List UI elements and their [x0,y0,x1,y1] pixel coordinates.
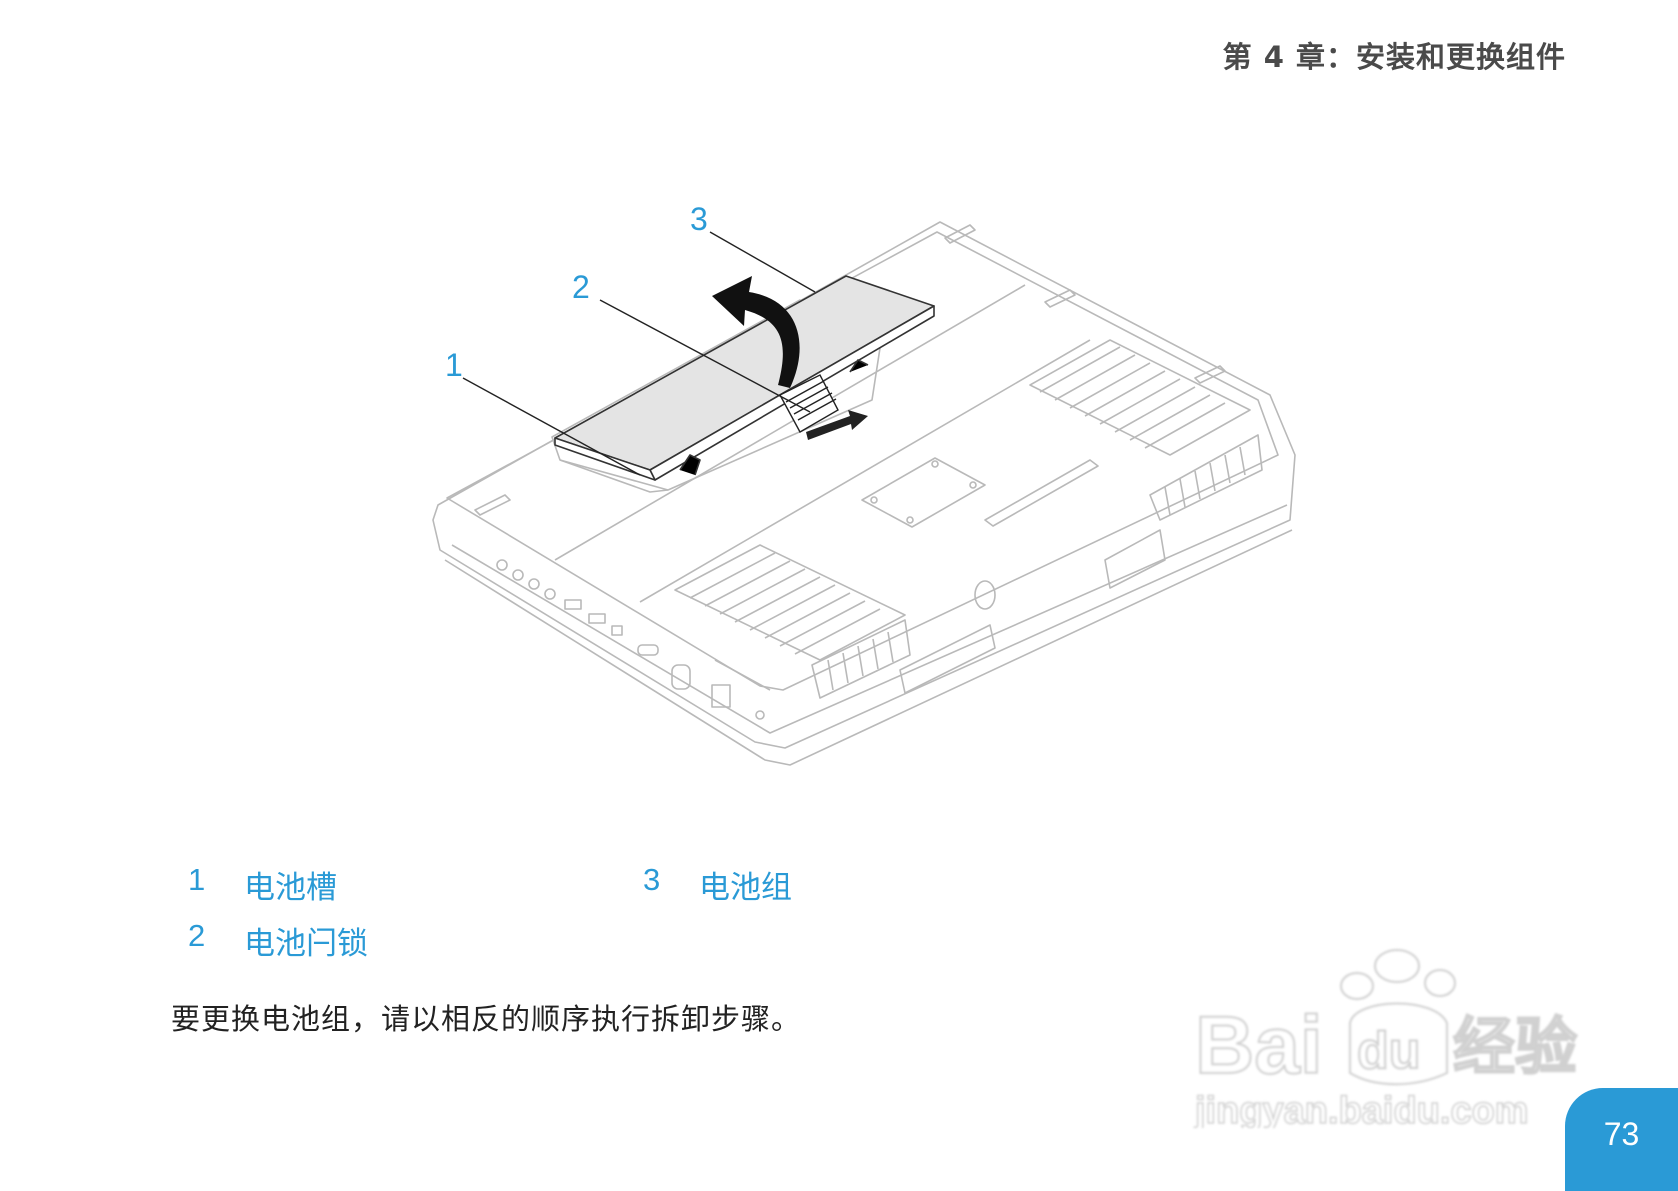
laptop-battery-illustration: 1 2 3 [432,201,1296,766]
leader-line-2 [599,299,811,413]
baidu-jingyan-watermark-logo: Bai du 经验 jingyan.baidu.com [1193,949,1578,1128]
laptop-base-outline [432,221,1296,749]
lift-arrow [712,276,800,388]
callout-3: 3 [690,201,708,237]
callout-2: 2 [572,269,590,305]
vent-bottom [674,544,911,699]
slide-arrow [806,410,868,440]
leader-line-1 [462,377,641,476]
vent-right [1029,339,1263,521]
page-number-tab: 73 [1565,1088,1678,1191]
svg-text:jingyan.baidu.com: jingyan.baidu.com [1194,1090,1529,1128]
svg-text:Bai: Bai [1195,1000,1323,1091]
chapter-title: 第 4 章：安装和更换组件 [1222,40,1566,74]
legend-label: 电池组 [699,870,792,906]
instruction-text: 要更换电池组，请以相反的顺序执行拆卸步骤。 [171,1002,802,1036]
legend-label: 电池槽 [244,870,337,906]
leader-line-3 [709,231,816,293]
legend-number: 3 [643,862,661,897]
svg-text:du: du [1357,1022,1421,1080]
callout-1: 1 [445,347,463,383]
legend-label: 电池闩锁 [244,926,368,962]
page-number: 73 [1603,1116,1640,1152]
svg-text:经验: 经验 [1453,1010,1577,1083]
access-panel [861,457,986,528]
legend-number: 2 [188,918,206,953]
laptop-base-top-edge [446,231,1279,691]
legend-number: 1 [188,862,206,897]
